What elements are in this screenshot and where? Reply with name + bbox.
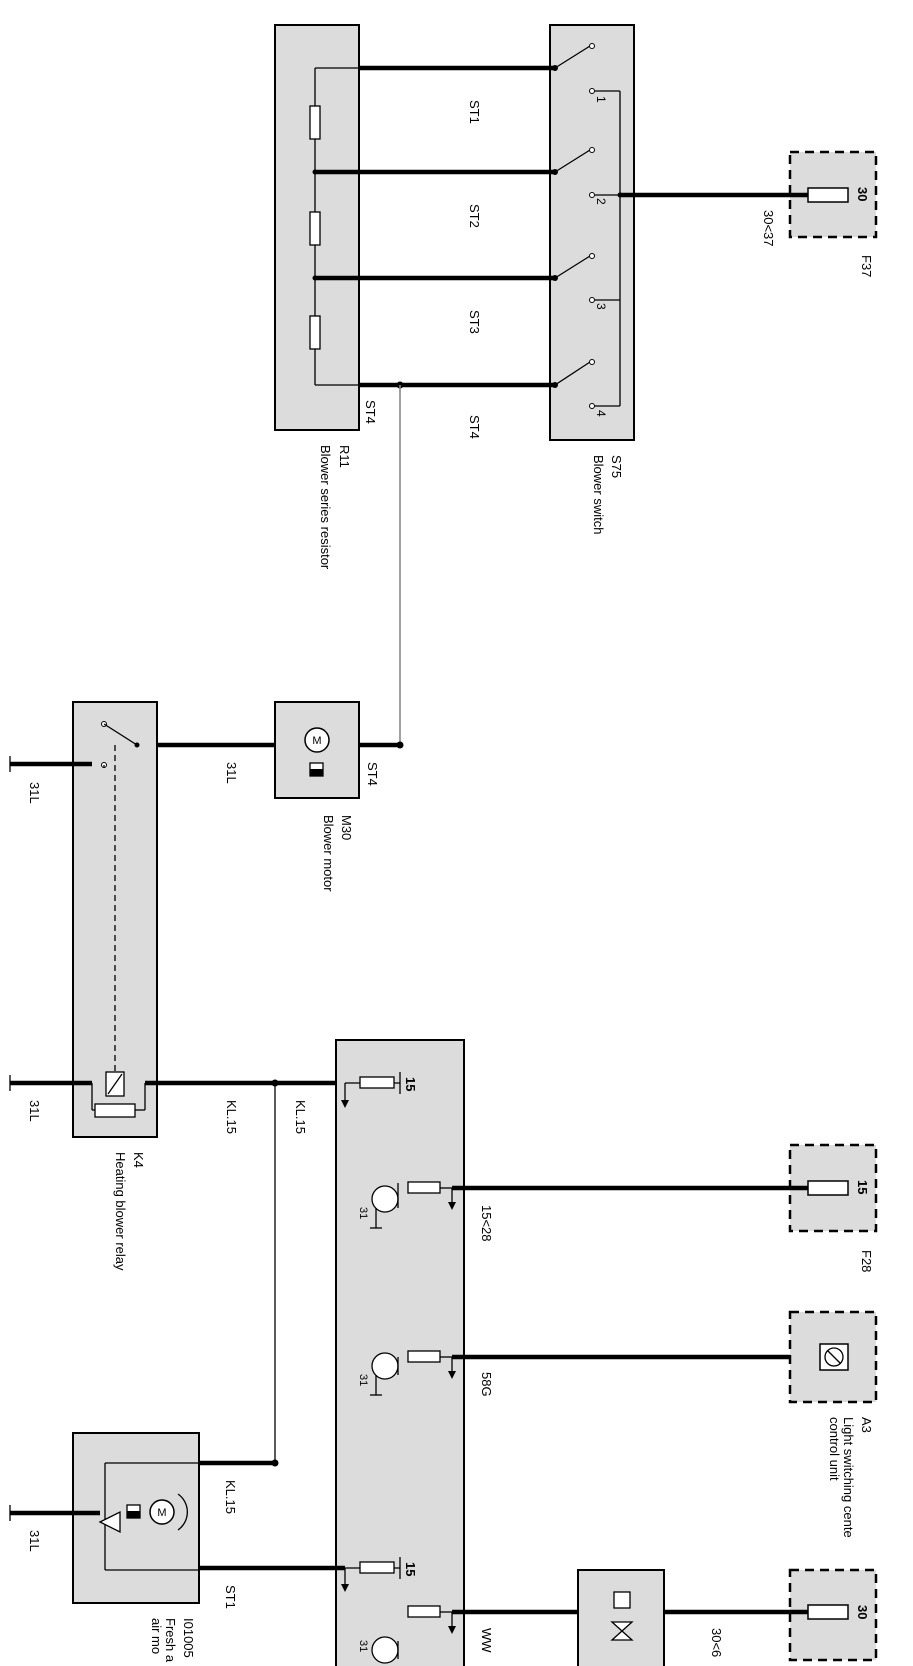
transistor-icon xyxy=(371,1605,456,1664)
valve-box xyxy=(577,1569,665,1666)
i01005-motor-box xyxy=(72,1432,200,1604)
31l-label-a: 31L xyxy=(27,782,42,804)
kl15-label-a: KL.15 xyxy=(224,1100,239,1134)
st1-label-motor: ST1 xyxy=(223,1585,238,1609)
r11-id: R11 xyxy=(337,445,352,468)
pin-15-bottom: 15 xyxy=(403,1562,418,1576)
pin-31-a: 31 xyxy=(357,1207,369,1219)
31l-label-b: 31L xyxy=(27,1100,42,1122)
bottom-fuse-icon xyxy=(807,1604,849,1620)
a3-name-line1: Light switching cente xyxy=(841,1417,856,1538)
f37-pin: 30 xyxy=(855,187,870,201)
i01005-name-line1: Fresh a xyxy=(163,1618,178,1663)
i01005-name-line2: air mo xyxy=(149,1618,164,1654)
valve-icon xyxy=(610,1591,634,1641)
f28-pin: 15 xyxy=(855,1180,870,1194)
f37-id: F37 xyxy=(859,255,874,277)
wire-30-6-label: 30<6 xyxy=(709,1628,724,1657)
i01005-id: I01005 xyxy=(181,1618,196,1658)
k4-name: Heating blower relay xyxy=(113,1152,128,1271)
module-input-15-bottom xyxy=(341,1557,401,1592)
k4-id: K4 xyxy=(131,1152,146,1168)
f28-id: F28 xyxy=(859,1250,874,1272)
bottom-fuse-pin: 30 xyxy=(855,1605,870,1619)
f28-fuse-icon xyxy=(807,1180,849,1196)
svg-text:M: M xyxy=(157,1507,166,1519)
st4-label-r11: ST4 xyxy=(363,400,378,424)
wire-30-37-label: 30<37 xyxy=(761,210,776,247)
transistor-icon xyxy=(370,1350,456,1396)
st2-label: ST2 xyxy=(467,204,482,228)
switch-pos-3: 3 xyxy=(594,303,608,310)
relay-contact xyxy=(101,721,140,1083)
st1-label: ST1 xyxy=(467,100,482,124)
flap-motor-icon: M xyxy=(98,1462,199,1571)
pin-31-c: 31 xyxy=(357,1640,369,1652)
pin-31-b: 31 xyxy=(357,1374,369,1386)
switch-pos-1: 1 xyxy=(594,96,608,103)
m30-name: Blower motor xyxy=(321,815,336,892)
switch-pos-4: 4 xyxy=(594,410,608,417)
a3-id: A3 xyxy=(859,1417,874,1433)
wire-58g-label: 58G xyxy=(479,1372,494,1397)
st4-label: ST4 xyxy=(467,415,482,439)
s75-switch-box xyxy=(549,24,635,441)
f37-fuse-icon xyxy=(807,187,849,203)
pin-15-top: 15 xyxy=(403,1077,418,1091)
motor-icon: M xyxy=(304,727,330,777)
module-input-15-top xyxy=(341,1072,401,1108)
st4-label-motor: ST4 xyxy=(365,762,380,786)
st3-label: ST3 xyxy=(467,310,482,334)
kl15-label-motor: KL.15 xyxy=(223,1480,238,1514)
bottom-fuse-box xyxy=(788,1568,878,1662)
wire-15-28-label: 15<28 xyxy=(479,1205,494,1242)
31l-label-motor: 31L xyxy=(224,762,239,784)
s75-name: Blower switch xyxy=(591,455,606,534)
svg-text:M: M xyxy=(312,735,321,747)
wire-ww-label: WW xyxy=(479,1628,494,1653)
lamp-icon xyxy=(819,1343,849,1371)
transistor-icon xyxy=(370,1181,456,1229)
kl15-label-b: KL.15 xyxy=(293,1100,308,1134)
relay-coil-icon xyxy=(91,1071,146,1118)
a3-name-line2: control unit xyxy=(827,1417,842,1481)
s75-id: S75 xyxy=(609,455,624,478)
switch-pos-2: 2 xyxy=(594,198,608,205)
31l-label-c: 31L xyxy=(27,1530,42,1552)
r11-name: Blower series resistor xyxy=(318,445,333,570)
m30-id: M30 xyxy=(339,815,354,840)
